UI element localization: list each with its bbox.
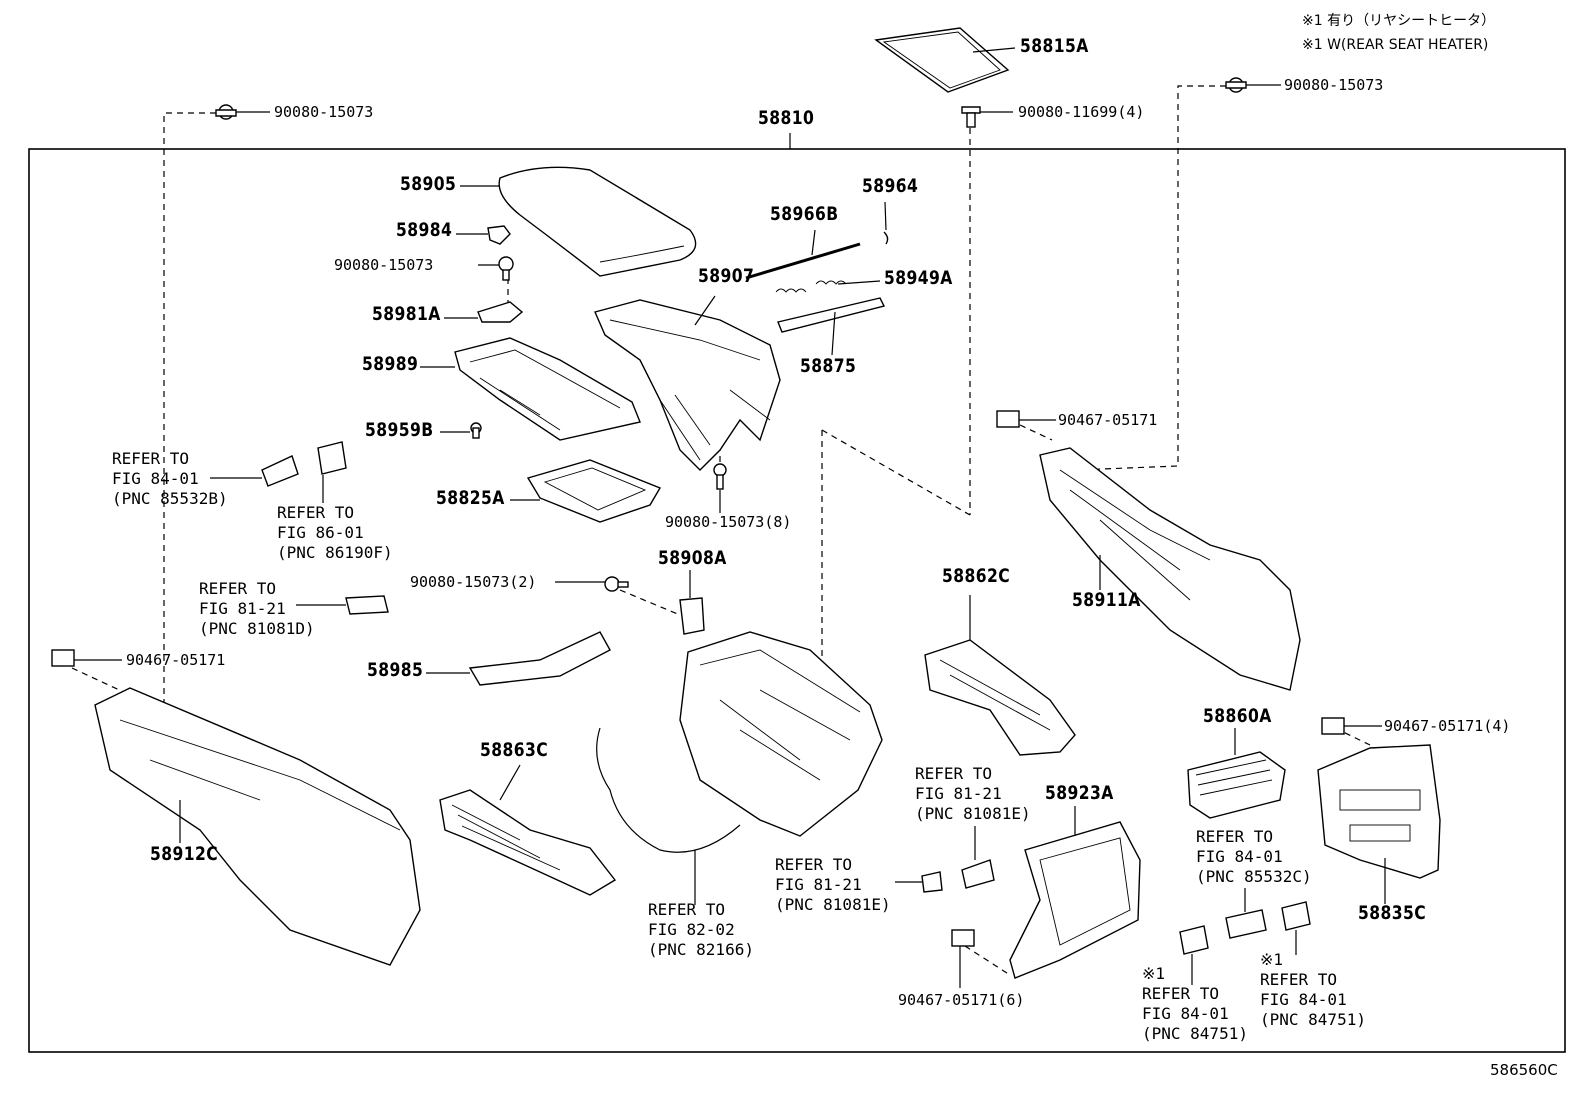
label-58905: 58905 [400,173,457,195]
part-58966B-shape [745,242,861,280]
label-58860A: 58860A [1203,705,1272,727]
label-58907: 58907 [698,265,755,287]
fastener-top-right-shape [1225,77,1247,93]
label-58835C: 58835C [1358,902,1427,924]
part-58984-shape [487,225,511,245]
part-58911A-shape [1039,447,1301,691]
label-fastener-top-left: 90080-15073 [274,103,374,121]
label-58911A: 58911A [1072,589,1141,611]
part-58912C-shape [94,687,421,966]
label-clip-bottom: 90467-05171(6) [898,991,1025,1009]
label-58985: 58985 [367,659,424,681]
label-clip-left: 90467-05171 [126,651,226,669]
ref-81081E-upper: REFER TO FIG 81-21 (PNC 81081E) [915,764,1031,823]
label-58862C: 58862C [942,565,1011,587]
label-58923A: 58923A [1045,782,1114,804]
ref-81081E-lower: REFER TO FIG 81-21 (PNC 81081E) [775,855,891,914]
part-58860A-shape [1187,751,1286,819]
label-fastener-58984: 90080-15073 [334,256,434,274]
part-81081E-a-shape [961,859,995,889]
ref-82166: REFER TO FIG 82-02 (PNC 82166) [648,900,754,959]
fastener-58984-shape [498,256,514,281]
part-58907-shape [594,299,781,471]
clip-left-shape [51,649,75,667]
part-58949A-shape [775,280,847,293]
label-58875: 58875 [800,355,857,377]
part-58863C-shape [439,789,617,896]
label-fastener-58907: 90080-15073(8) [665,513,792,531]
ref-81081D: REFER TO FIG 81-21 (PNC 81081D) [199,579,315,638]
part-58905-shape [498,166,697,277]
note-jp: ※1 有り（リヤシートヒータ） [1302,13,1496,29]
part-58981A-shape [477,301,524,323]
ref-85532B: REFER TO FIG 84-01 (PNC 85532B) [112,449,228,508]
switch-85532B-shape [261,455,299,487]
label-fastener-top-right: 90080-15073 [1284,76,1384,94]
ref-84751-b: ※1 REFER TO FIG 84-01 (PNC 84751) [1260,950,1366,1029]
switch-84751-a-shape [1179,925,1209,955]
fastener-top-left-shape [215,104,237,120]
part-58835C-shape [1317,744,1441,879]
switch-86190F-shape [317,441,347,475]
label-58989: 58989 [362,353,419,375]
switch-84751-b-shape [1281,901,1311,931]
assembly-frame [28,148,1566,1053]
fastener-58907-shape [713,463,727,490]
ref-84751-a: ※1 REFER TO FIG 84-01 (PNC 84751) [1142,964,1248,1043]
label-clip-right-upper: 90467-05171 [1058,411,1158,429]
label-58825A: 58825A [436,487,505,509]
part-58985-shape [468,631,611,686]
label-58863C: 58863C [480,739,549,761]
note-en: ※1 W(REAR SEAT HEATER) [1302,37,1489,53]
part-58825A-shape [526,459,662,523]
ref-85532C: REFER TO FIG 84-01 (PNC 85532C) [1196,827,1312,886]
part-console-box-shape [679,631,883,837]
ref-86190F: REFER TO FIG 86-01 (PNC 86190F) [277,503,393,562]
part-58964-shape [883,231,889,245]
label-58912C: 58912C [150,843,219,865]
label-58810: 58810 [758,107,815,129]
part-58989-shape [454,337,641,441]
part-58862C-shape [924,639,1076,756]
part-58908A-shape [679,597,705,635]
fastener-top-mid-shape [961,106,981,128]
label-fastener-top-mid: 90080-11699(4) [1018,103,1145,121]
label-58908A: 58908A [658,547,727,569]
part-81081E-b-shape [921,871,943,893]
part-58959B-shape [470,422,482,439]
fastener-58908A-shape [604,576,629,592]
label-58984: 58984 [396,219,453,241]
clip-bottom-shape [951,929,975,947]
part-58875-shape [777,297,886,333]
label-58981A: 58981A [372,303,441,325]
label-clip-right-lower: 90467-05171(4) [1384,717,1511,735]
label-58959B: 58959B [365,419,434,441]
label-58815A: 58815A [1020,35,1089,57]
label-58966B: 58966B [770,203,839,225]
part-58815A-shape [874,27,1010,93]
clip-right-upper-shape [996,410,1020,428]
clip-right-lower-shape [1321,717,1345,735]
switch-85532C-shape [1225,909,1267,939]
diagram-code: 586560C [1490,1061,1558,1079]
part-81081D-shape [345,595,389,615]
label-fastener-58908A: 90080-15073(2) [410,573,537,591]
part-58923A-shape [1009,821,1141,979]
label-58949A: 58949A [884,267,953,289]
label-58964: 58964 [862,175,919,197]
wire-82166-shape [596,727,741,853]
